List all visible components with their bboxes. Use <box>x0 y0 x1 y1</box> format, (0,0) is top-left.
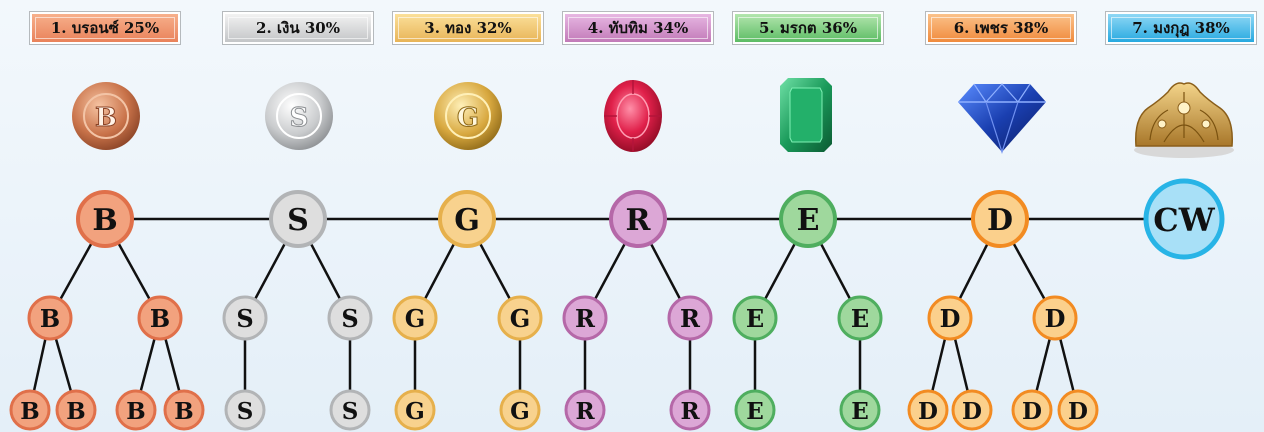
tier-banner-diamond: 6. เพชร 38% <box>925 11 1077 45</box>
tree-node-ruby: R <box>667 295 713 341</box>
tree-node-letter: B <box>92 203 117 238</box>
tree-node-letter: B <box>126 398 145 425</box>
tree-node-bronze: B <box>115 389 157 431</box>
diamond-gem-icon <box>958 83 1046 154</box>
tree-node-diamond: D <box>927 295 973 341</box>
tree-node-letter: S <box>287 203 309 238</box>
tree-node-letter: E <box>746 304 764 333</box>
tree-node-silver: S <box>327 295 373 341</box>
tree-node-gold: G <box>499 389 541 431</box>
tree-node-silver: S <box>329 389 371 431</box>
tree-node-letter: E <box>851 398 869 425</box>
tier-banner-label: 3. ทอง 32% <box>424 19 512 37</box>
tree-node-bronze: B <box>76 190 134 248</box>
tier-banner-ruby: 4. ทับทิม 34% <box>562 11 714 45</box>
tier-banner-crown: 7. มงกุฎ 38% <box>1105 11 1257 45</box>
tree-node-letter: B <box>40 304 60 333</box>
tree-node-silver: S <box>222 295 268 341</box>
tree-node-letter: G <box>405 304 426 333</box>
tree-node-diamond: D <box>951 389 993 431</box>
tree-node-letter: D <box>1045 304 1066 333</box>
tree-node-bronze: B <box>163 389 205 431</box>
tree-node-gold: G <box>392 295 438 341</box>
tier-banner-gold: 3. ทอง 32% <box>392 11 544 45</box>
tree-node-letter: G <box>405 398 425 425</box>
tree-node-bronze: B <box>137 295 183 341</box>
tree-node-letter: R <box>575 304 596 333</box>
tree-node-silver: S <box>224 389 266 431</box>
svg-text:G: G <box>457 103 479 133</box>
tree-node-diamond: D <box>1011 389 1053 431</box>
tree-node-ruby: R <box>669 389 711 431</box>
tree-node-bronze: B <box>27 295 73 341</box>
tier-banner-label: 7. มงกุฎ 38% <box>1132 19 1230 37</box>
gold-coin-icon: G <box>434 82 502 150</box>
tree-node-letter: S <box>341 304 358 333</box>
tree-node-letter: D <box>918 398 938 425</box>
tree-node-emerald: E <box>837 295 883 341</box>
tree-node-letter: B <box>20 398 39 425</box>
tree-node-letter: G <box>510 398 530 425</box>
tier-banner-label: 4. ทับทิม 34% <box>587 19 689 37</box>
tree-node-letter: S <box>342 398 359 425</box>
svg-text:B: B <box>95 103 117 133</box>
tree-node-letter: CW <box>1153 201 1215 239</box>
tree-node-letter: S <box>237 398 254 425</box>
tree-node-letter: R <box>680 304 701 333</box>
tree-node-letter: R <box>680 398 700 425</box>
emerald-gem-icon <box>780 78 832 152</box>
tree-node-letter: D <box>987 203 1013 238</box>
tier-banner-label: 6. เพชร 38% <box>953 19 1049 37</box>
tree-node-ruby: R <box>562 295 608 341</box>
tree-node-gold: G <box>438 190 496 248</box>
tree-node-ruby: R <box>609 190 667 248</box>
tree-node-ruby: R <box>564 389 606 431</box>
tree-node-diamond: D <box>971 190 1029 248</box>
tree-node-emerald: E <box>734 389 776 431</box>
tree-node-letter: E <box>851 304 869 333</box>
bronze-coin-icon: B <box>72 82 140 150</box>
tree-node-letter: D <box>1068 398 1088 425</box>
tree-node-diamond: D <box>1057 389 1099 431</box>
tree-node-gold: G <box>497 295 543 341</box>
tier-banner-label: 1. บรอนซ์ 25% <box>50 19 160 37</box>
tree-node-letter: D <box>1022 398 1042 425</box>
tier-banner-bronze: 1. บรอนซ์ 25% <box>29 11 181 45</box>
tree-node-crown: CW <box>1143 178 1225 260</box>
tree-node-letter: E <box>746 398 764 425</box>
crown-icon <box>1134 82 1234 158</box>
tree-node-emerald: E <box>839 389 881 431</box>
tree-node-letter: B <box>66 398 85 425</box>
tier-banner-label: 2. เงิน 30% <box>256 19 340 37</box>
tree-node-letter: D <box>940 304 961 333</box>
silver-coin-icon: S <box>265 82 333 150</box>
ruby-gem-icon <box>604 80 662 152</box>
tier-banner-emerald: 5. มรกต 36% <box>732 11 884 45</box>
tree-node-letter: S <box>236 304 253 333</box>
tier-banner-silver: 2. เงิน 30% <box>222 11 374 45</box>
tree-node-letter: E <box>797 203 820 238</box>
tree-node-diamond: D <box>907 389 949 431</box>
tree-node-emerald: E <box>779 190 837 248</box>
tree-node-letter: R <box>626 203 652 238</box>
tree-node-gold: G <box>394 389 436 431</box>
tier-banner-label: 5. มรกต 36% <box>759 19 857 37</box>
tree-node-bronze: B <box>55 389 97 431</box>
tree-node-letter: R <box>575 398 595 425</box>
tree-node-letter: B <box>174 398 193 425</box>
tree-node-letter: B <box>150 304 170 333</box>
tree-node-letter: G <box>454 203 480 238</box>
tree-node-emerald: E <box>732 295 778 341</box>
tree-node-letter: D <box>962 398 982 425</box>
tree-node-diamond: D <box>1032 295 1078 341</box>
tree-node-letter: G <box>510 304 531 333</box>
tree-node-bronze: B <box>9 389 51 431</box>
svg-text:S: S <box>290 103 309 133</box>
tree-node-silver: S <box>269 190 327 248</box>
